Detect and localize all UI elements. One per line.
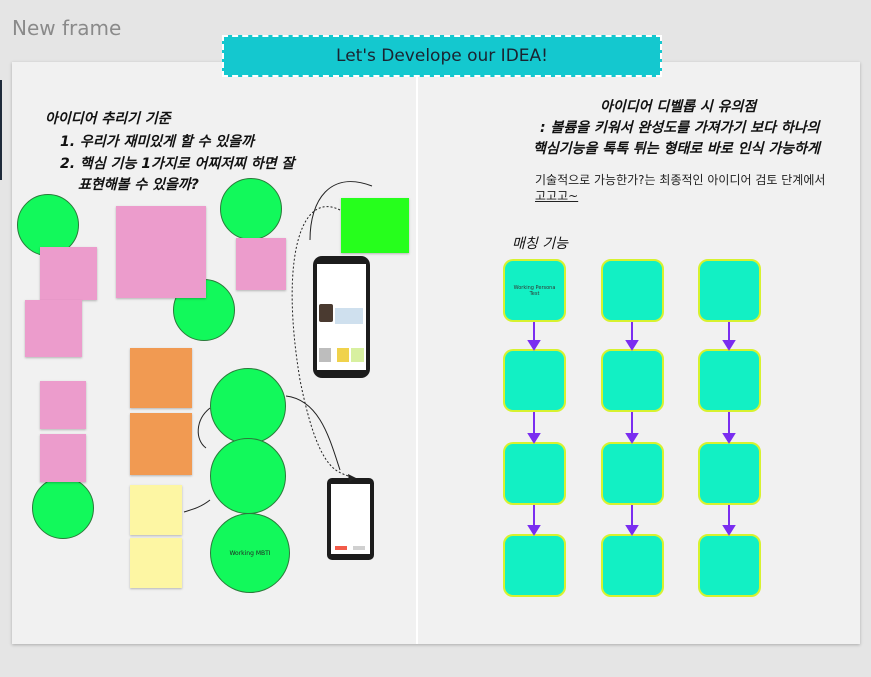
right-heading-line3: 핵심기능을 톡톡 튀는 형태로 바로 인식 가능하게 — [533, 141, 820, 157]
flow-box-3-3[interactable] — [698, 442, 761, 505]
idea-circle[interactable] — [210, 368, 286, 444]
criteria-item-2: 2. 핵심 기능 1가지로 어찌저찌 하면 잘 — [60, 156, 295, 172]
flow-box-3-4[interactable] — [698, 534, 761, 597]
pink-sticky[interactable] — [40, 381, 86, 429]
idea-circle[interactable] — [220, 178, 282, 240]
flow-box-1-3[interactable] — [503, 442, 566, 505]
left-heading: 아이디어 추리기 기준 — [45, 111, 171, 127]
phone-mockup[interactable] — [327, 478, 374, 560]
lime-sticky[interactable] — [341, 198, 409, 253]
card-image — [337, 348, 349, 362]
flow-box-2-1[interactable] — [601, 259, 664, 322]
orange-sticky[interactable] — [130, 348, 192, 408]
idea-circle[interactable] — [32, 477, 94, 539]
right-heading-line2: : 볼륨을 키워서 완성도를 가져가기 보다 하나의 — [540, 120, 820, 136]
screen-button — [353, 546, 365, 550]
right-heading: 아이디어 디벨롭 시 유의점 — [600, 99, 757, 115]
left-edge-bar — [0, 80, 2, 180]
pink-sticky[interactable] — [40, 434, 86, 482]
screen-button — [335, 546, 347, 550]
idea-circle[interactable] — [17, 194, 79, 256]
flow-box-3-1[interactable] — [698, 259, 761, 322]
criteria-item-2-cont: 표현해볼 수 있을까? — [78, 177, 199, 193]
flow-box-3-2[interactable] — [698, 349, 761, 412]
pink-sticky[interactable] — [236, 238, 286, 290]
pink-sticky[interactable] — [116, 206, 206, 298]
flow-box-1-4[interactable] — [503, 534, 566, 597]
pink-sticky[interactable] — [40, 247, 97, 300]
card-image — [351, 348, 364, 362]
yellow-sticky[interactable] — [130, 538, 182, 588]
working-mbti-label: Working MBTI — [229, 549, 271, 557]
flow-box-1-1[interactable]: Working Persona Test — [503, 259, 566, 322]
note-line2: 고고고~ — [535, 189, 579, 203]
matching-title: 매칭 기능 — [512, 236, 568, 252]
pink-sticky[interactable] — [25, 300, 82, 357]
phone-mockup[interactable] — [313, 256, 370, 378]
working-mbti-circle[interactable]: Working MBTI — [210, 513, 290, 593]
board-divider — [416, 62, 418, 644]
flow-box-label: Working Persona Test — [513, 284, 556, 297]
phone-screen — [331, 484, 370, 554]
flow-box-1-2[interactable] — [503, 349, 566, 412]
card-image — [335, 308, 363, 324]
phone-screen — [317, 264, 366, 370]
frame-label: New frame — [12, 16, 122, 40]
note-line1: 기술적으로 가능한가?는 최종적인 아이디어 검토 단계에서 — [535, 173, 826, 187]
criteria-item-1: 1. 우리가 재미있게 할 수 있을까 — [60, 134, 254, 150]
flow-box-2-4[interactable] — [601, 534, 664, 597]
title-banner[interactable]: Let's Develope our IDEA! — [222, 35, 662, 77]
orange-sticky[interactable] — [130, 413, 192, 475]
yellow-sticky[interactable] — [130, 485, 182, 535]
profile-photo — [319, 304, 333, 322]
profile-photo — [319, 348, 331, 362]
